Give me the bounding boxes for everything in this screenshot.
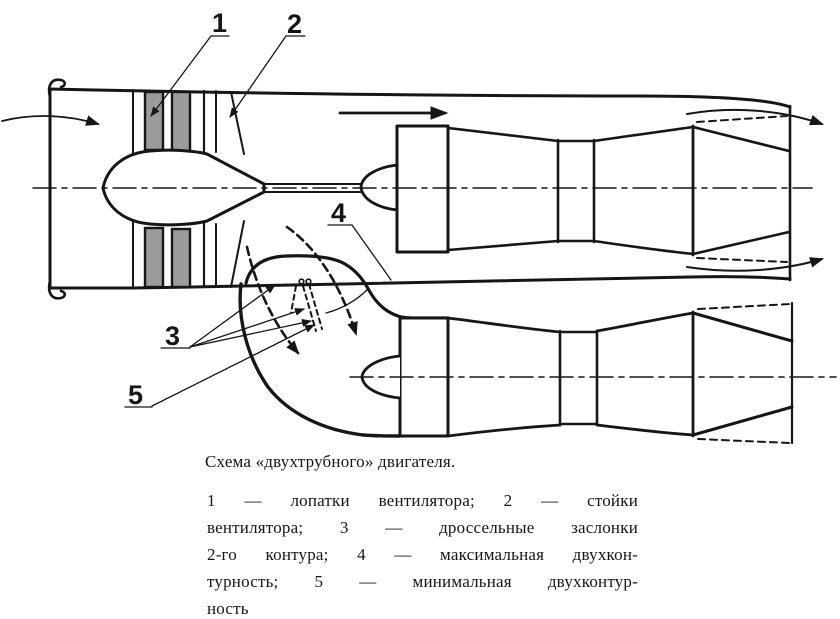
callout-3-leader-b <box>189 308 305 348</box>
flap-position-dashed-2 <box>308 283 323 330</box>
callout-label-3: 3 <box>165 321 180 351</box>
throttle-flaps <box>245 225 369 355</box>
callout-label-4: 4 <box>331 198 346 228</box>
diffuser-bottom <box>592 239 695 256</box>
callout-label-5: 5 <box>128 380 143 410</box>
nozzle-top-closed <box>691 125 791 153</box>
lower-converging-top <box>446 316 562 334</box>
converging-duct-bottom <box>446 239 560 252</box>
lower-nozzle-bottom-closed <box>691 405 794 437</box>
exhaust-arrow-top <box>686 108 825 126</box>
callout-3-leader-a <box>189 284 276 348</box>
legend-line: 1 — лопатки вентилятора; 2 — стойки <box>207 491 638 510</box>
exhaust-arrow-bottom <box>686 257 825 272</box>
flow-arrows <box>1 106 825 272</box>
legend-line: вентилятора; 3 — дроссельные заслонки <box>207 518 638 537</box>
figure-caption: Схема «двухтрубного» двигателя. <box>205 452 456 471</box>
figure-legend: 1 — лопатки вентилятора; 2 — стойки вент… <box>207 487 638 619</box>
diffuser-top <box>592 125 695 143</box>
fan-blade-top-2 <box>170 90 192 153</box>
centerlines <box>32 187 837 378</box>
legend-line: 2-го контура; 4 — максимальная двухкон- <box>207 545 638 564</box>
nozzle-bottom-closed <box>691 230 791 256</box>
flap-closed-thin-arc <box>325 288 369 314</box>
callout-label-2: 2 <box>287 9 302 39</box>
lower-nozzle-top-closed <box>691 311 794 343</box>
callout-1-leader <box>150 35 212 117</box>
flap-hinge-1 <box>298 278 305 285</box>
bypass-flow-arrow-1 <box>245 245 300 355</box>
callout-4-leader <box>351 224 392 281</box>
inlet-flow-arrow <box>1 115 101 126</box>
flap-hinge-2 <box>305 278 312 285</box>
legend-line: ность <box>207 599 249 618</box>
splitter-top-line <box>230 91 245 155</box>
legend-line: турность; 5 — минимальная двухконтур- <box>207 572 638 591</box>
callout-3-leader-c <box>189 318 312 348</box>
lower-diffuser-top <box>595 311 695 333</box>
converging-duct-top <box>446 126 560 143</box>
lower-diffuser-bottom <box>595 423 695 437</box>
flap-position-dashed-1 <box>302 285 317 332</box>
splitter-bottom-line <box>230 220 245 288</box>
flap-position-dashed-3 <box>290 285 297 314</box>
lower-nozzle-top-open-dashed <box>697 303 791 310</box>
nozzle-top-open-dashed <box>696 115 788 123</box>
callout-5-leader <box>151 324 315 407</box>
callouts: 1 2 3 4 5 <box>124 8 392 410</box>
inlet-lip-bottom-curl <box>47 279 67 300</box>
callout-label-1: 1 <box>212 8 227 38</box>
core-inlet-bullet <box>359 163 400 212</box>
fan-blade-bottom-2 <box>170 227 192 289</box>
fan-blade-bottom-1 <box>143 226 165 289</box>
callout-2-leader <box>229 35 287 118</box>
casing-bottom-line <box>48 275 792 290</box>
nozzle-bottom-open-dashed <box>696 257 788 263</box>
lower-converging-bottom <box>446 423 562 438</box>
lower-nozzle-bottom-open-dashed <box>697 438 791 444</box>
upper-core-engine <box>359 115 791 263</box>
fan-blade-top-1 <box>143 90 165 152</box>
gas-generator-block <box>395 124 450 254</box>
bypass-flow-arrow-2 <box>285 225 358 337</box>
sduct-outer-wall <box>238 282 402 438</box>
